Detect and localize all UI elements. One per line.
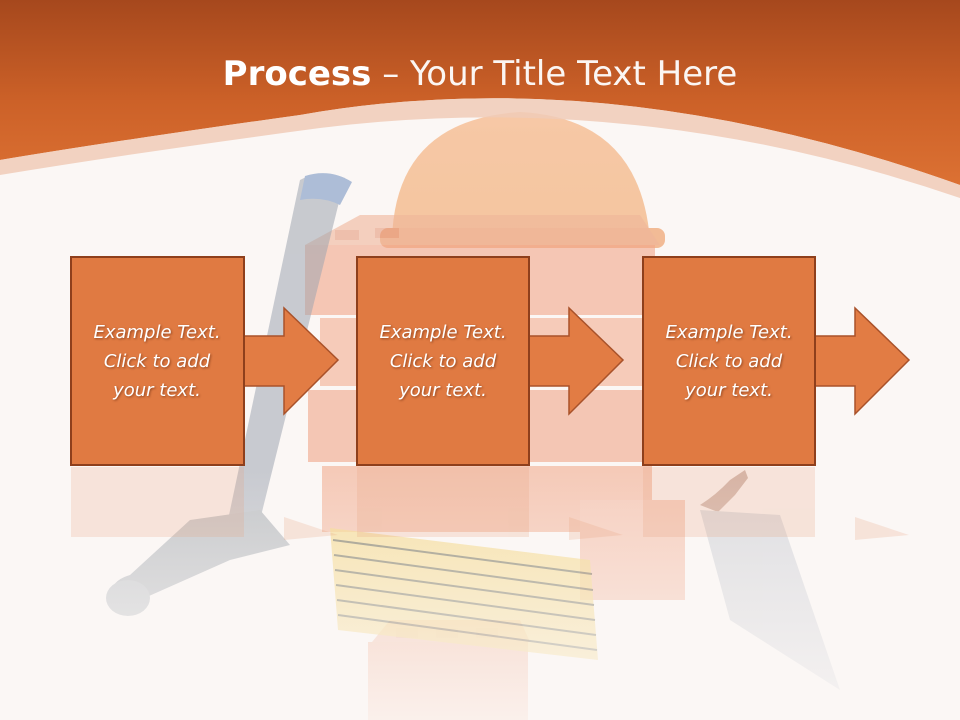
process-arrow-1	[243, 306, 340, 416]
step-reflections	[71, 467, 909, 540]
header-band	[0, 0, 960, 185]
process-arrow-2	[528, 306, 625, 416]
step-box-1	[70, 256, 245, 466]
title-separator: –	[371, 54, 411, 94]
header-swoosh	[0, 98, 960, 198]
step-box-3	[642, 256, 816, 466]
step-2-text[interactable]: Example Text. Click to add your text.	[379, 321, 507, 401]
title-rest: Your Title Text Here	[410, 54, 738, 94]
step-box-2	[356, 256, 530, 466]
step-1-text[interactable]: Example Text. Click to add your text.	[93, 321, 221, 401]
process-arrow-3	[814, 306, 911, 416]
title-bold: Process	[222, 54, 372, 94]
slide-title[interactable]: Process – Your Title Text Here	[0, 52, 960, 96]
step-3-text[interactable]: Example Text. Click to add your text.	[665, 321, 793, 401]
